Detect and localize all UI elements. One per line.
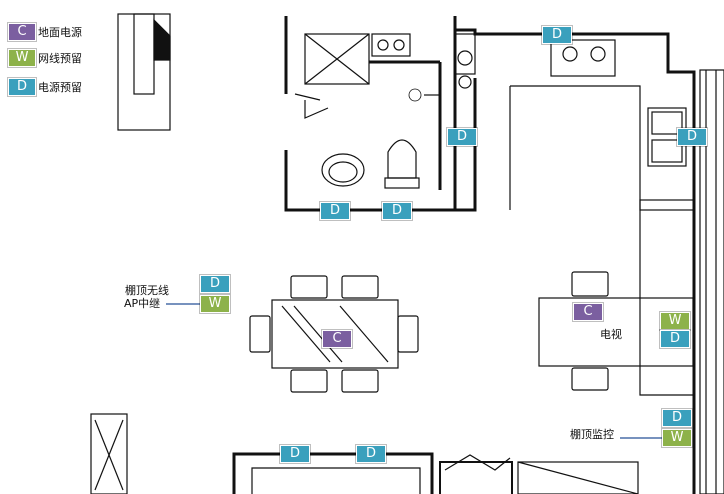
marker-d-tv: D [659,329,691,349]
legend-swatch-w: W [7,48,37,68]
legend-label-c: 地面电源 [38,26,82,39]
wifi-label-line2: AP中继 [124,297,161,310]
marker-d-kitchen-top: D [541,25,573,45]
washbasin-top [371,33,411,57]
toilet [387,139,417,179]
marker-w-ceiling-wifi: W [199,294,231,314]
bathroom-door-swing [294,93,329,119]
marker-d-ceiling-camera: D [661,408,693,428]
kitchen-wall [455,28,696,494]
shower-head [408,88,422,102]
bathroom-wall [284,16,457,212]
marker-d-kitchen-sink: D [676,127,708,147]
top-left-wall-block [153,18,171,61]
stove [550,39,616,77]
legend-label-w: 网线预留 [38,52,82,65]
marker-d-bottom-1: D [279,444,311,464]
legend-swatch-d: D [7,77,37,97]
window [90,413,128,494]
marker-d-bottom-2: D [355,444,387,464]
marker-w-tv: W [659,311,691,331]
tv-label: 电视 [600,328,622,341]
sink-basin [321,153,365,187]
marker-d-bathroom-bottom-1: D [319,201,351,221]
camera-label: 棚顶监控 [570,428,614,441]
marker-c-tv-table: C [572,302,604,322]
marker-d-kitchen-left-wall: D [446,127,478,147]
chair [290,275,328,299]
marker-d-bathroom-bottom-2: D [381,201,413,221]
legend-label-d: 电源预留 [38,81,82,94]
kitchen-counter [510,85,641,210]
tv-table [538,297,694,367]
wifi-label-line1: 棚顶无线 [125,284,169,297]
marker-d-ceiling-wifi: D [199,274,231,294]
top-left-door [133,13,155,95]
marker-c-dining-table: C [321,329,353,349]
bottom-room-wall [232,452,434,494]
legend-swatch-c: C [7,22,37,42]
shower-box [304,33,370,85]
marker-w-ceiling-camera: W [661,428,693,448]
